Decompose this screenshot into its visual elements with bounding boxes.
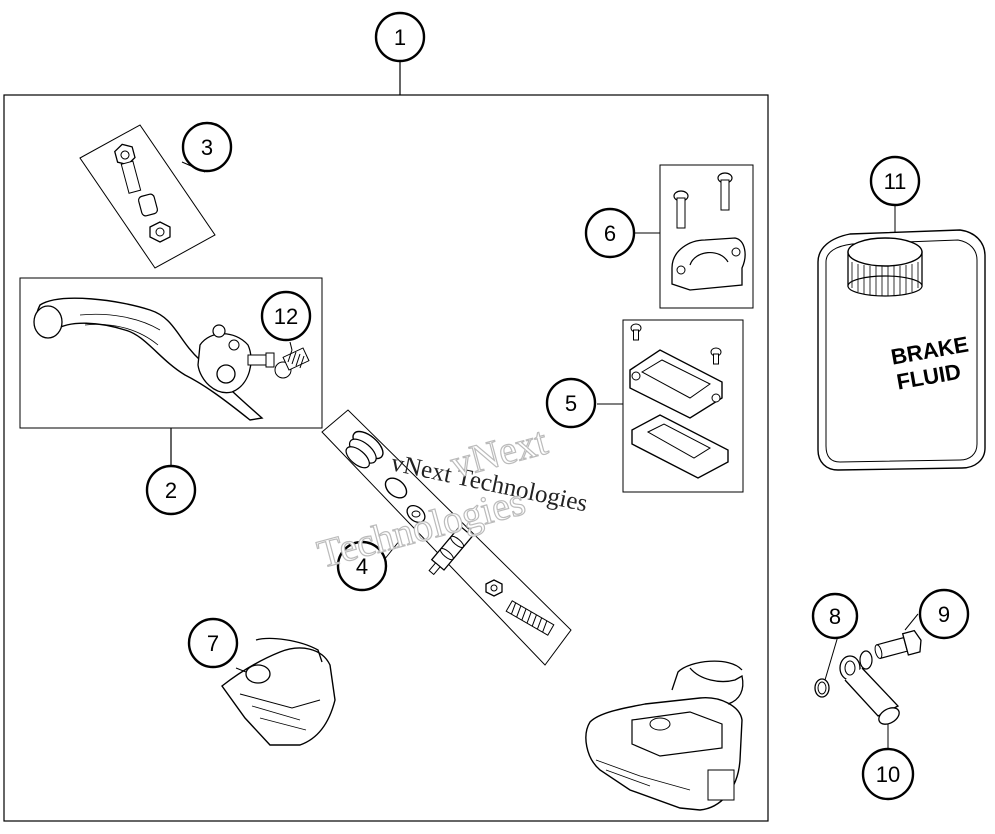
svg-text:1: 1 (394, 25, 406, 50)
svg-text:7: 7 (207, 631, 219, 656)
svg-text:2: 2 (165, 478, 177, 503)
svg-text:10: 10 (876, 762, 900, 787)
part-8-9-10-banjo-fitting (814, 613, 922, 748)
svg-text:12: 12 (274, 304, 298, 329)
svg-text:3: 3 (201, 135, 213, 160)
assembly-frame (3, 94, 769, 822)
callout-2: 2 (145, 464, 197, 516)
callout-8: 8 (811, 592, 859, 640)
callout-7: 7 (187, 617, 239, 669)
callout-6: 6 (584, 207, 636, 259)
part-3-screw-kit (79, 124, 216, 269)
svg-text:5: 5 (565, 391, 577, 416)
callout-9: 9 (918, 588, 970, 640)
callout-10: 10 (861, 747, 915, 801)
svg-text:9: 9 (938, 602, 950, 627)
part-4-piston-kit (321, 409, 572, 666)
callout-4: 4 (336, 540, 388, 592)
callout-11: 11 (869, 155, 921, 207)
part-6-handlebar-clamp (632, 164, 754, 309)
svg-text:11: 11 (884, 169, 907, 194)
callout-12: 12 (260, 290, 312, 342)
svg-text:4: 4 (356, 554, 368, 579)
part-5-reservoir-cover-kit (597, 319, 744, 493)
svg-text:6: 6 (604, 221, 616, 246)
master-cylinder-body (585, 660, 744, 811)
svg-text:8: 8 (829, 604, 841, 629)
part-7-protection-cover (221, 637, 336, 746)
part-2-hand-lever (19, 277, 323, 466)
callout-1: 1 (374, 11, 426, 63)
part-11-brake-fluid-can: BRAKE FLUID (817, 205, 986, 471)
callout-3: 3 (181, 121, 233, 173)
callout-5: 5 (545, 377, 597, 429)
